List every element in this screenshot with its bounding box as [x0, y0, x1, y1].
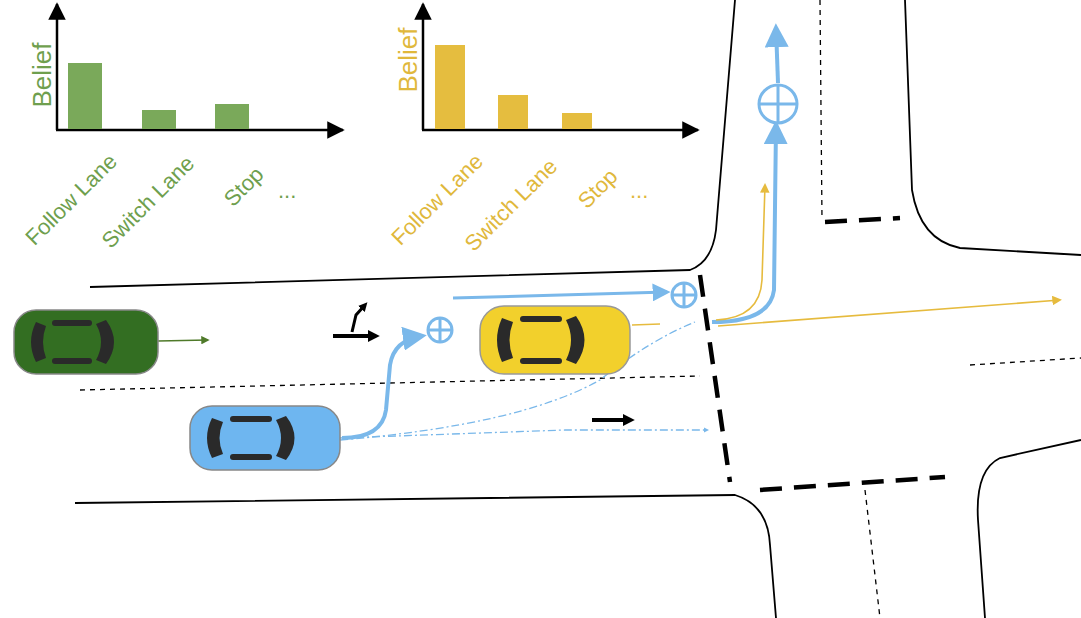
category-label: Stop — [220, 163, 268, 211]
trajectories — [158, 28, 1060, 440]
ellipsis-label: ... — [630, 180, 648, 202]
road-edge — [90, 0, 735, 287]
blue-car — [190, 406, 340, 470]
road-edges — [75, 0, 1081, 618]
axis — [422, 129, 698, 132]
green-car — [14, 310, 158, 374]
road-edge — [978, 440, 1081, 618]
yellow-belief-chart — [422, 4, 698, 130]
action-arrow — [592, 418, 630, 422]
lane-lines — [80, 0, 1081, 618]
bar — [68, 63, 102, 129]
turn-arrow — [352, 305, 365, 332]
lane-line — [820, 0, 822, 220]
green-belief-chart — [56, 4, 343, 130]
action-arrow — [333, 334, 375, 338]
ellipsis-label: ... — [278, 180, 296, 202]
merge-point — [672, 283, 696, 307]
axis — [422, 4, 425, 130]
bar — [215, 104, 249, 129]
axis-title: Belief — [29, 42, 55, 107]
merge-points — [428, 85, 797, 342]
bar — [435, 45, 465, 129]
planned-path — [712, 125, 776, 322]
axis-title: Belief — [395, 27, 421, 92]
merge-point — [759, 85, 797, 123]
planned-path — [776, 28, 778, 83]
stop-line — [760, 477, 945, 490]
stop-line — [825, 218, 900, 222]
bar — [142, 110, 176, 129]
category-label: Stop — [574, 165, 622, 213]
planned-path — [453, 292, 667, 298]
green-prediction — [158, 340, 208, 341]
yellow-prediction — [632, 324, 660, 325]
axis — [56, 4, 59, 130]
axis — [56, 129, 343, 132]
action-symbols — [333, 305, 630, 420]
bar — [562, 113, 592, 129]
yellow-prediction — [716, 185, 765, 320]
yellow-car — [480, 306, 630, 374]
bar — [498, 95, 528, 129]
stop-line — [700, 275, 730, 482]
yellow-prediction — [718, 300, 1060, 326]
road-edge — [905, 0, 1081, 255]
merge-point — [428, 318, 452, 342]
lane-line — [970, 358, 1081, 365]
road-edge — [75, 495, 776, 618]
planned-path — [342, 336, 422, 438]
lane-line — [865, 490, 880, 618]
stop-lines — [700, 218, 945, 490]
